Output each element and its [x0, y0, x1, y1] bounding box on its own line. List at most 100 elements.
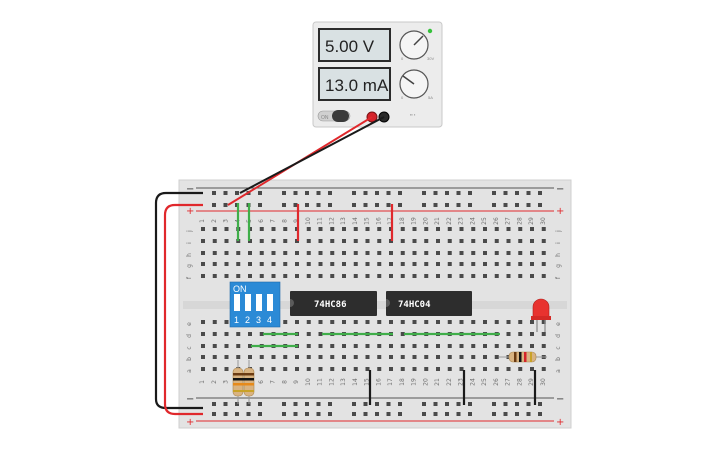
breadboard-hole[interactable] [271, 367, 276, 371]
breadboard-hole[interactable] [271, 355, 276, 359]
breadboard-hole[interactable] [236, 274, 241, 278]
dip-switch[interactable]: ON 1 2 3 4 [229, 281, 281, 328]
breadboard-hole[interactable] [494, 320, 499, 324]
breadboard-hole[interactable] [515, 402, 519, 406]
breadboard-hole[interactable] [271, 274, 276, 278]
breadboard-hole[interactable] [518, 262, 523, 266]
breadboard-hole[interactable] [377, 320, 382, 324]
breadboard-hole[interactable] [283, 355, 288, 359]
breadboard-hole[interactable] [377, 239, 382, 243]
breadboard-hole[interactable] [468, 412, 472, 416]
breadboard-hole[interactable] [283, 251, 288, 255]
breadboard-hole[interactable] [492, 203, 496, 207]
breadboard-hole[interactable] [201, 251, 205, 255]
breadboard-hole[interactable] [365, 367, 370, 371]
breadboard-hole[interactable] [330, 344, 335, 348]
breadboard-hole[interactable] [201, 262, 205, 266]
breadboard-hole[interactable] [316, 412, 321, 416]
breadboard-hole[interactable] [530, 344, 534, 348]
breadboard-hole[interactable] [342, 227, 346, 231]
breadboard-hole[interactable] [259, 274, 264, 278]
breadboard-hole[interactable] [447, 239, 452, 243]
breadboard-hole[interactable] [412, 251, 417, 255]
breadboard-hole[interactable] [541, 320, 546, 324]
breadboard-hole[interactable] [248, 262, 252, 266]
breadboard-hole[interactable] [282, 412, 286, 416]
breadboard-hole[interactable] [271, 239, 276, 243]
breadboard-hole[interactable] [306, 251, 311, 255]
breadboard-hole[interactable] [342, 251, 346, 255]
breadboard-hole[interactable] [515, 191, 519, 195]
breadboard-hole[interactable] [386, 412, 391, 416]
breadboard-hole[interactable] [201, 320, 205, 324]
breadboard-hole[interactable] [271, 227, 276, 231]
breadboard-hole[interactable] [424, 274, 429, 278]
breadboard-hole[interactable] [295, 274, 299, 278]
dip-toggle-2[interactable] [245, 294, 251, 311]
breadboard-hole[interactable] [506, 320, 511, 324]
breadboard-hole[interactable] [318, 344, 323, 348]
breadboard-hole[interactable] [541, 262, 546, 266]
breadboard-hole[interactable] [468, 402, 472, 406]
breadboard-hole[interactable] [447, 355, 452, 359]
breadboard-hole[interactable] [494, 239, 499, 243]
breadboard-hole[interactable] [412, 262, 417, 266]
breadboard-hole[interactable] [328, 402, 332, 406]
breadboard-hole[interactable] [436, 355, 440, 359]
breadboard-hole[interactable] [259, 367, 264, 371]
breadboard-hole[interactable] [530, 367, 534, 371]
breadboard-hole[interactable] [365, 344, 370, 348]
breadboard-hole[interactable] [483, 367, 487, 371]
breadboard-hole[interactable] [363, 402, 368, 406]
breadboard-hole[interactable] [538, 412, 542, 416]
breadboard-hole[interactable] [342, 367, 346, 371]
breadboard-hole[interactable] [235, 412, 239, 416]
pulldown-resistors[interactable] [232, 360, 255, 404]
breadboard-hole[interactable] [306, 227, 311, 231]
breadboard-hole[interactable] [328, 412, 332, 416]
breadboard-hole[interactable] [506, 227, 511, 231]
breadboard-hole[interactable] [530, 227, 534, 231]
breadboard-hole[interactable] [538, 203, 542, 207]
breadboard-hole[interactable] [365, 274, 370, 278]
breadboard-hole[interactable] [398, 412, 402, 416]
breadboard-hole[interactable] [400, 239, 405, 243]
breadboard-hole[interactable] [212, 355, 217, 359]
chip-74hc04[interactable]: 74HC04 [386, 291, 472, 316]
breadboard-hole[interactable] [377, 251, 382, 255]
breadboard-hole[interactable] [422, 412, 426, 416]
breadboard-hole[interactable] [363, 191, 368, 195]
breadboard-hole[interactable] [506, 332, 511, 336]
breadboard-hole[interactable] [283, 227, 288, 231]
wires[interactable] [154, 116, 537, 416]
breadboard-hole[interactable] [506, 367, 511, 371]
breadboard-hole[interactable] [447, 344, 452, 348]
breadboard-hole[interactable] [377, 274, 382, 278]
breadboard-hole[interactable] [494, 355, 499, 359]
breadboard-hole[interactable] [518, 344, 523, 348]
breadboard-hole[interactable] [258, 191, 262, 195]
breadboard-hole[interactable] [353, 274, 358, 278]
breadboard-hole[interactable] [492, 412, 496, 416]
breadboard-hole[interactable] [518, 239, 523, 243]
left-power-rail-jumper[interactable] [163, 203, 203, 416]
breadboard-hole[interactable] [503, 191, 508, 195]
breadboard-hole[interactable] [436, 367, 440, 371]
breadboard-hole[interactable] [306, 274, 311, 278]
breadboard-hole[interactable] [400, 251, 405, 255]
breadboard-hole[interactable] [398, 191, 402, 195]
breadboard-hole[interactable] [412, 227, 417, 231]
breadboard-hole[interactable] [422, 402, 426, 406]
breadboard-hole[interactable] [389, 367, 393, 371]
breadboard-hole[interactable] [530, 274, 534, 278]
breadboard-hole[interactable] [541, 344, 546, 348]
breadboard-hole[interactable] [259, 332, 264, 336]
breadboard-hole[interactable] [483, 344, 487, 348]
breadboard-hole[interactable] [445, 402, 449, 406]
breadboard-hole[interactable] [201, 227, 205, 231]
breadboard-hole[interactable] [212, 191, 216, 195]
breadboard-hole[interactable] [224, 355, 229, 359]
breadboard-hole[interactable] [518, 251, 523, 255]
breadboard-hole[interactable] [459, 344, 464, 348]
breadboard-hole[interactable] [201, 274, 205, 278]
